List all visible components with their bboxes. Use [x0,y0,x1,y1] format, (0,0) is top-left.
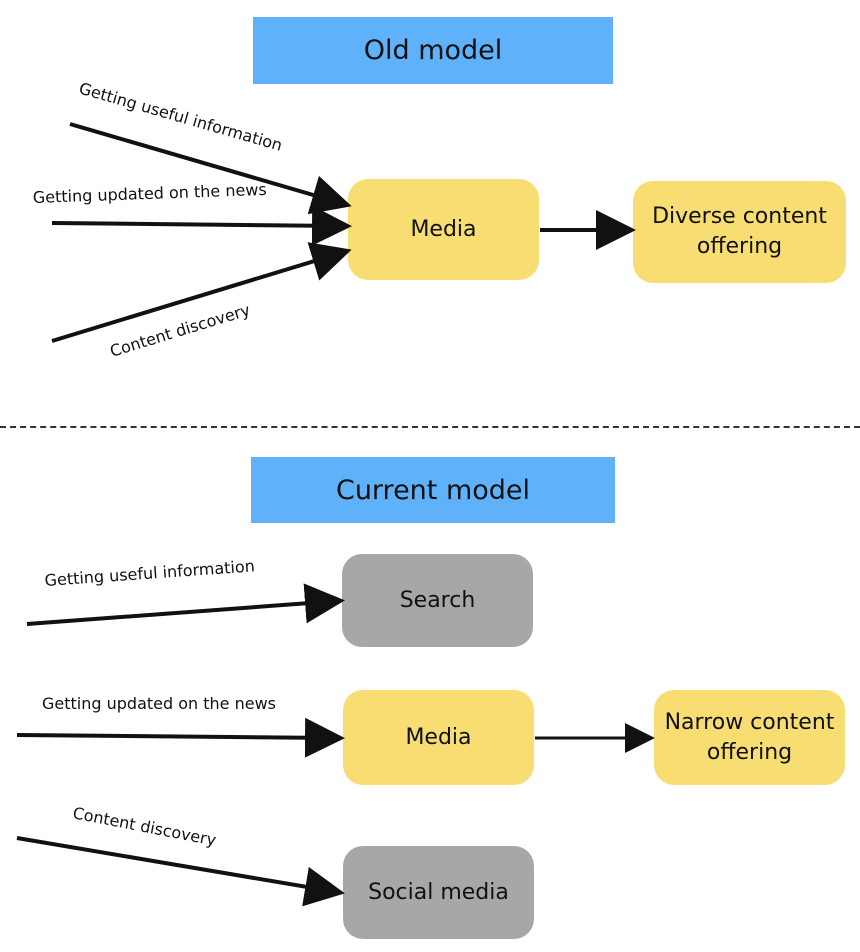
social-media-box: Social media [343,846,534,939]
current-label-content-discovery: Content discovery [71,803,218,849]
old-label-content-discovery: Content discovery [108,300,253,361]
search-box: Search [342,554,533,647]
section-divider [0,426,860,428]
old-arrow-content-discovery [51,242,352,343]
old-label-news: Getting updated on the news [32,180,267,207]
old-label-useful-information: Getting useful information [77,79,285,155]
current-arrow-social-media [16,836,345,907]
old-media-box: Media [348,179,539,280]
current-arrow-media [16,717,345,758]
old-arrow-news [51,205,352,246]
current-arrow-search [26,583,345,626]
current-label-news: Getting updated on the news [42,694,276,713]
diverse-content-offering-box: Diverse content offering [633,181,846,283]
current-label-useful-information: Getting useful information [44,556,255,590]
old-model-title: Old model [253,17,613,84]
current-media-box: Media [343,690,534,785]
current-model-title: Current model [251,457,615,523]
old-arrow-useful-information [69,122,352,215]
narrow-content-offering-box: Narrow content offering [654,690,845,785]
